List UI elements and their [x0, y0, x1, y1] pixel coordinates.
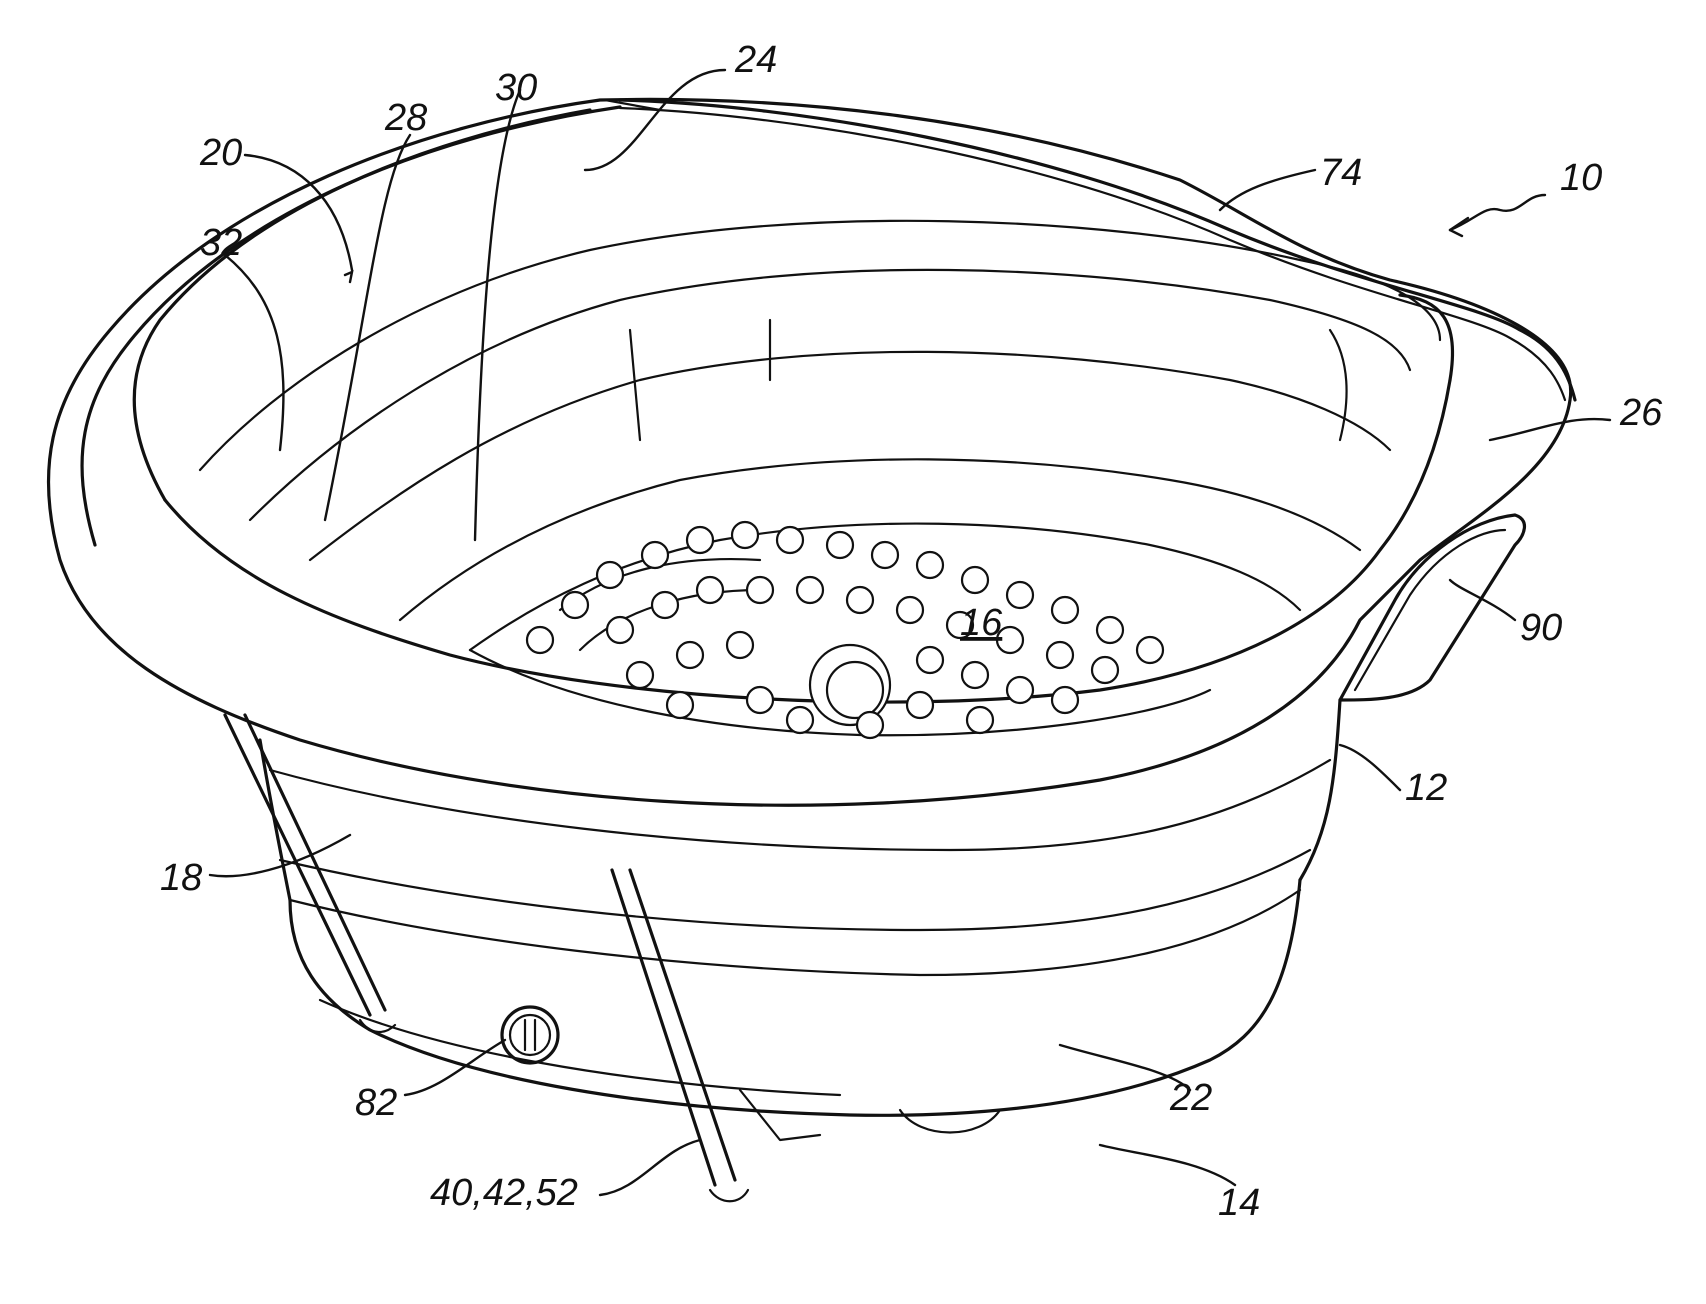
label-30: 30	[495, 67, 537, 109]
handle-strap	[605, 100, 1575, 400]
massage-floor	[470, 522, 1210, 738]
reference-labels: 10 74 24 30 28 20 32 26 16 90 12 18 22 8…	[160, 39, 1663, 1224]
label-24: 24	[734, 39, 777, 81]
label-18: 18	[160, 857, 202, 899]
label-26: 26	[1619, 392, 1663, 434]
label-40-42-52: 40,42,52	[430, 1172, 578, 1214]
label-74: 74	[1320, 152, 1362, 194]
drain-plug	[502, 1007, 558, 1063]
label-90: 90	[1520, 607, 1562, 649]
label-32: 32	[200, 222, 242, 264]
label-82: 82	[355, 1082, 397, 1124]
leader-lines	[210, 70, 1610, 1195]
label-16: 16	[960, 602, 1003, 644]
label-10: 10	[1560, 157, 1602, 199]
outer-wall-sections	[260, 700, 1340, 1140]
label-22: 22	[1169, 1077, 1212, 1119]
label-28: 28	[384, 97, 427, 139]
label-14: 14	[1218, 1182, 1260, 1224]
wire-stand	[225, 715, 748, 1201]
label-12: 12	[1405, 767, 1447, 809]
label-20: 20	[199, 132, 242, 174]
